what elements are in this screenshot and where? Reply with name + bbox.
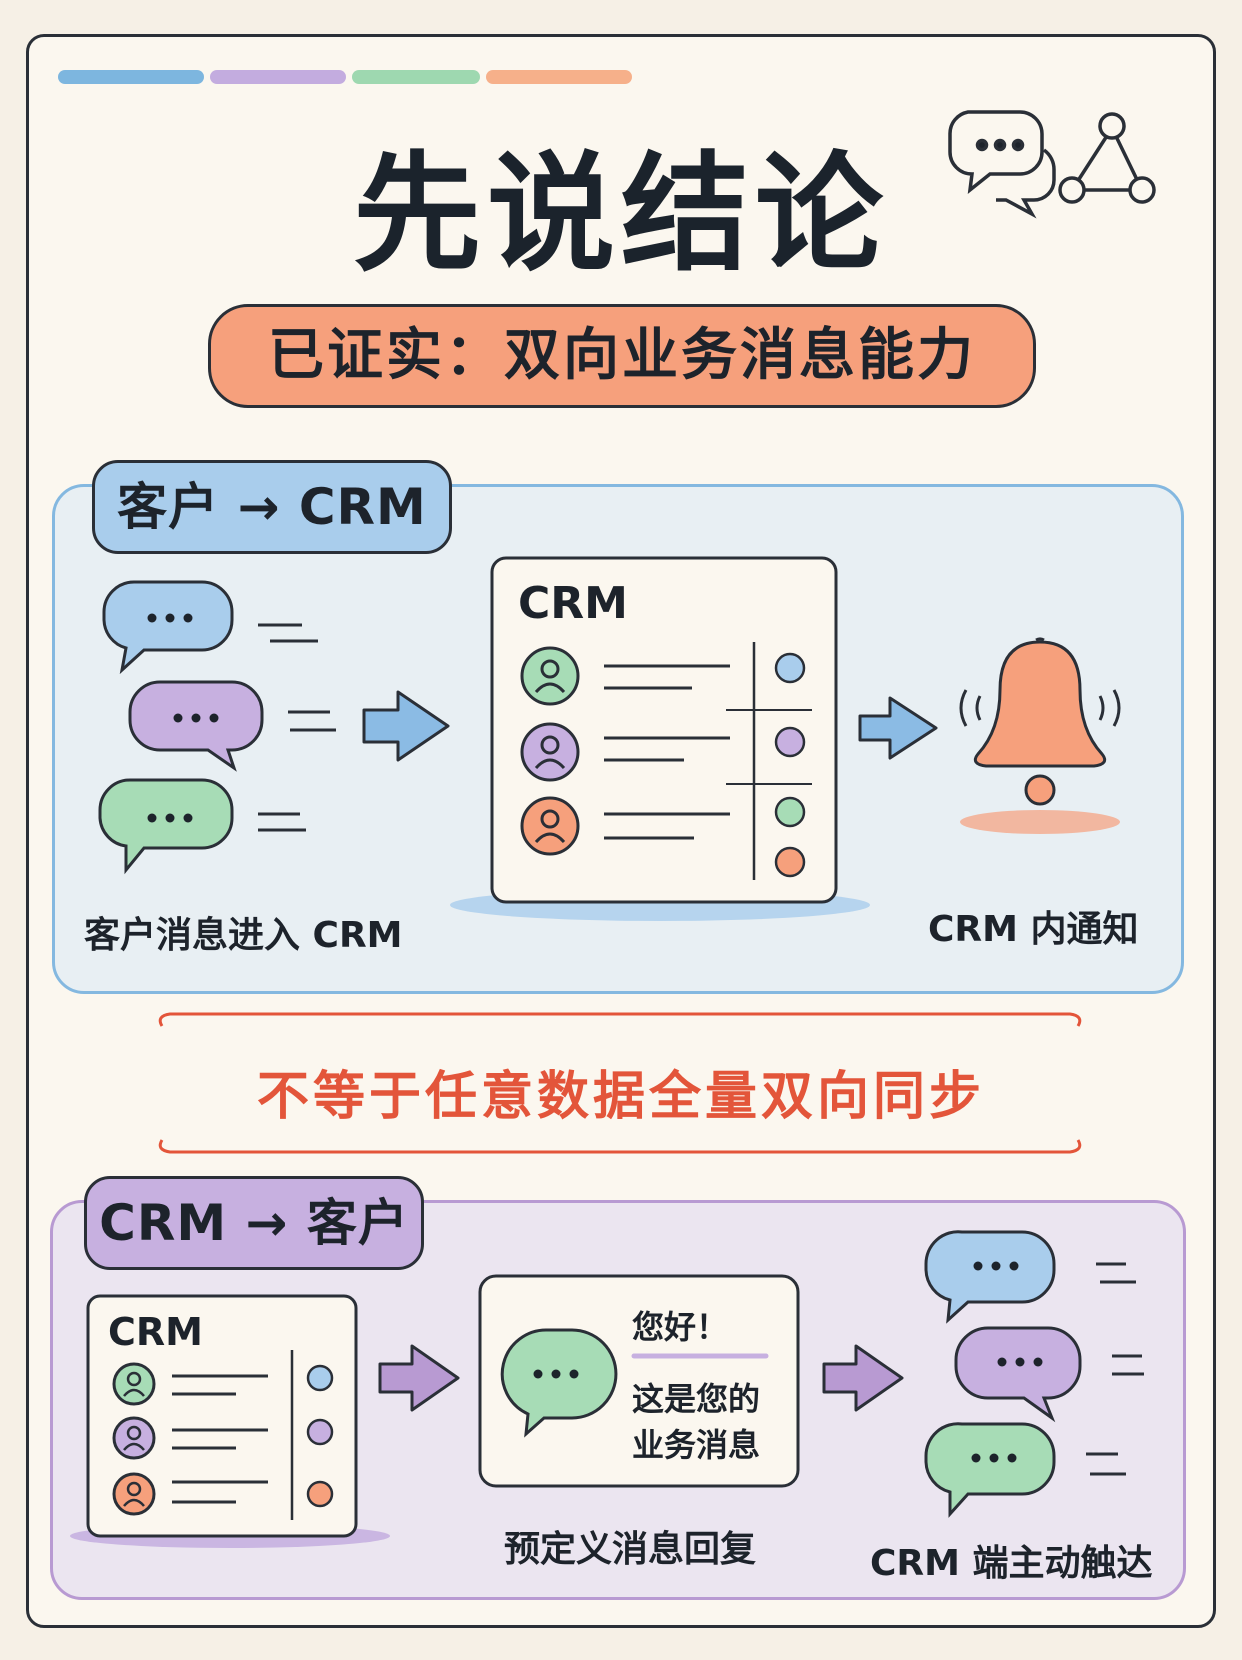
outbound-caption-middle: 预定义消息回复 (504, 1529, 757, 1570)
arrow-right-icon (378, 1344, 460, 1412)
inbound-crm-card (450, 556, 870, 921)
message-greeting: 您好！ (632, 1308, 729, 1346)
bell-icon (959, 637, 1121, 834)
arrow-right-icon (362, 690, 450, 762)
divider-brace-top (158, 1012, 1082, 1027)
customer-chat-green (98, 778, 306, 875)
customer-chat-purple (128, 680, 336, 772)
predefined-message-card (478, 1274, 800, 1488)
subtitle-pill: 已证实：双向业务消息能力 (208, 304, 1036, 408)
outbound-crm-title: CRM (108, 1310, 203, 1354)
inbound-caption-right: CRM 内通知 (928, 909, 1139, 950)
color-strip-green (352, 70, 480, 84)
inbound-caption-left: 客户消息进入 CRM (84, 915, 403, 956)
arrow-right-icon (822, 1344, 904, 1412)
outbound-chat-purple (954, 1326, 1144, 1423)
outbound-chat-green (924, 1422, 1126, 1518)
message-line-2: 业务消息 (632, 1426, 761, 1464)
outbound-chat-blue (924, 1230, 1136, 1324)
color-strip-blue (58, 70, 204, 84)
customer-chat-blue (102, 580, 318, 675)
page-title: 先说结论 (352, 140, 889, 289)
outbound-tag: CRM → 客户 (84, 1176, 424, 1270)
divider-brace-bottom (158, 1139, 1082, 1154)
inbound-tag: 客户 → CRM (92, 460, 452, 554)
outbound-crm-card (70, 1294, 390, 1548)
arrow-right-icon (858, 696, 938, 760)
network-icon (1058, 112, 1156, 204)
chat-bubbles-icon (948, 110, 1056, 219)
message-line-1: 这是您的 (632, 1380, 761, 1418)
outbound-caption-right: CRM 端主动触达 (870, 1543, 1153, 1584)
color-strip-orange (486, 70, 632, 84)
divider-text: 不等于任意数据全量双向同步 (256, 1067, 985, 1127)
inbound-crm-title: CRM (518, 578, 628, 629)
color-strip-purple (210, 70, 346, 84)
